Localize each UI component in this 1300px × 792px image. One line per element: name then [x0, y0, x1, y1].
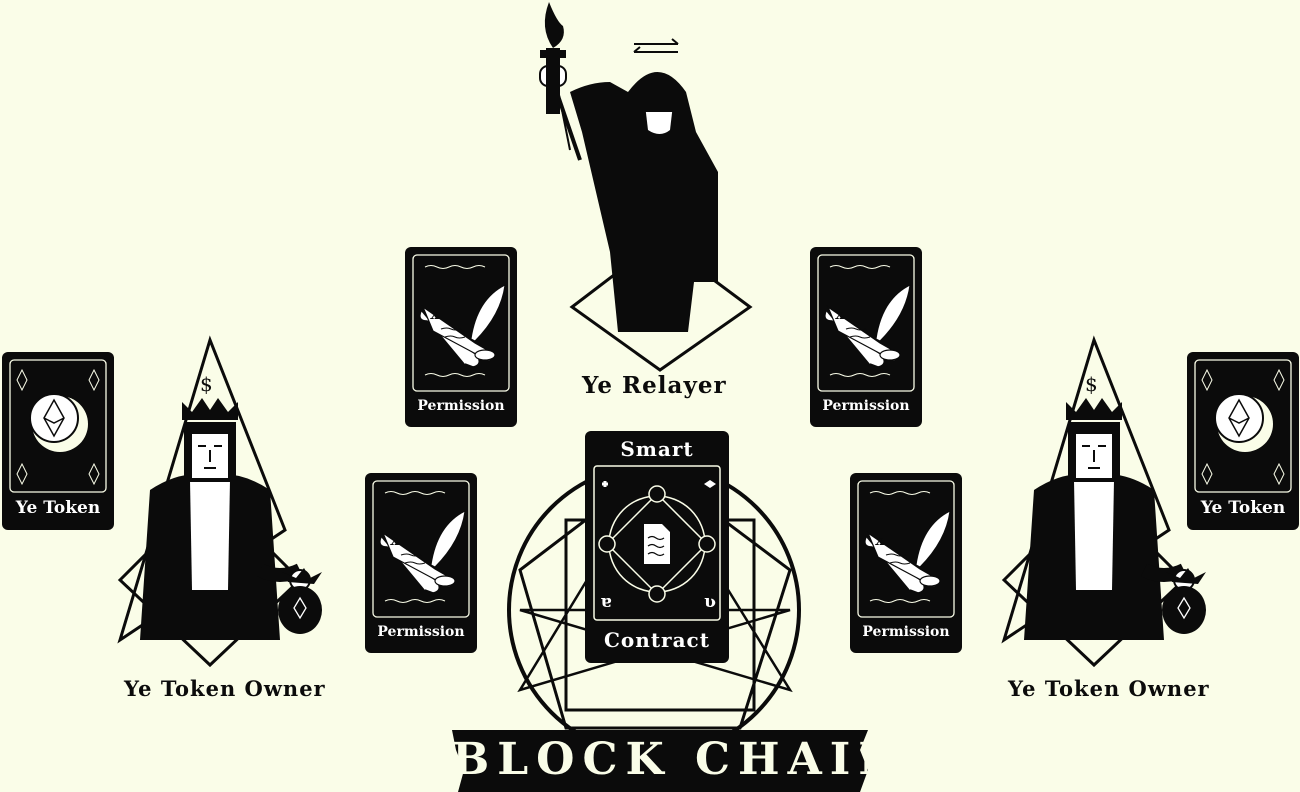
permission-card-4-label: Permission [862, 624, 950, 640]
rune-right: ʋ [704, 592, 716, 612]
permission-card-3-label: Permission [377, 624, 465, 640]
token-owner-left-figure [120, 340, 322, 665]
smart-contract-subtitle: Contract [604, 628, 710, 652]
scroll-mark-4: x [875, 530, 885, 549]
dollar-sign-left: $ [200, 372, 214, 396]
token-owner-left-label: Ye Token Owner [124, 676, 326, 701]
permission-card-1-label: Permission [417, 398, 505, 414]
cross-glyph-icon [602, 481, 608, 487]
document-icon [644, 524, 670, 564]
scroll-mark-2: x [835, 304, 845, 323]
scroll-mark-1: x [430, 304, 440, 323]
token-card-left-label: Ye Token [15, 498, 101, 518]
scroll-mark-3: x [390, 530, 400, 549]
relayer-figure [539, 2, 753, 372]
rune-left: ɐ [600, 592, 612, 612]
blockchain-banner-label: BLOCK CHAIN [452, 734, 907, 785]
token-owner-right-label: Ye Token Owner [1008, 676, 1210, 701]
permission-card-2-label: Permission [822, 398, 910, 414]
blockchain-banner-shape [452, 730, 868, 792]
token-owner-right-figure [1004, 340, 1206, 665]
smart-contract-card [585, 431, 729, 663]
token-card-right-label: Ye Token [1200, 498, 1286, 518]
relayer-label: Ye Relayer [582, 372, 727, 399]
smart-contract-title: Smart [620, 437, 694, 461]
diamond-glyph-icon [704, 480, 716, 488]
dollar-sign-right: $ [1085, 372, 1099, 396]
